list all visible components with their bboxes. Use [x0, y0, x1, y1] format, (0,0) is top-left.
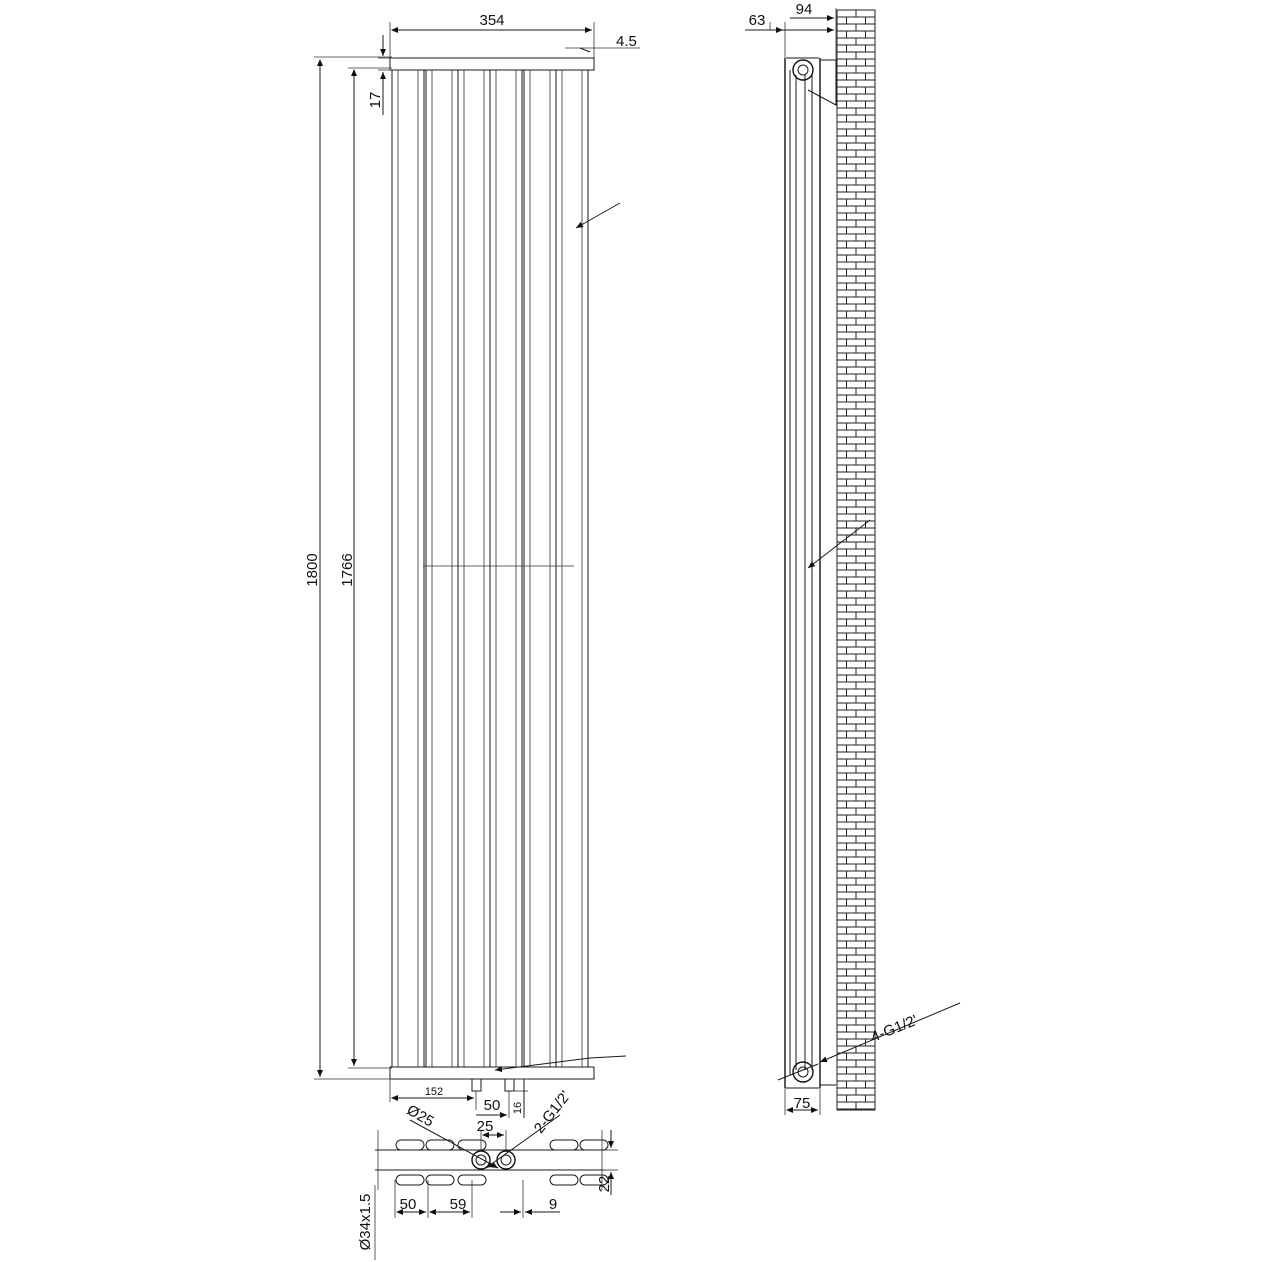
dim-detail-offset-label: 9 — [549, 1196, 557, 1213]
tube-profiles — [395, 1139, 609, 1186]
tube-6 — [555, 70, 589, 1067]
dim-width: 354 — [389, 12, 595, 58]
dim-detail-spacing: 25 — [477, 1118, 507, 1150]
tube-2 — [425, 70, 459, 1067]
tube-1 — [391, 70, 425, 1067]
dim-inlet-offset: 152 — [389, 1079, 477, 1110]
dim-side-depth: 63 94 — [745, 1, 837, 60]
dim-detail-pitch-left: 50 — [394, 1180, 429, 1218]
dim-depth-label: 94 — [796, 1, 813, 18]
dim-detail-height-label: 22 — [596, 1176, 613, 1193]
dim-wall-gap-label: 63 — [749, 12, 766, 29]
tube-profile — [395, 1139, 425, 1151]
dim-tube-gap: 4.5 — [565, 33, 640, 53]
bottom-header-bar — [389, 1066, 595, 1080]
dim-detail-pitch-left-label: 50 — [400, 1196, 417, 1213]
dim-tube-height-label: 1766 — [339, 553, 356, 586]
dim-detail-pitch-right: 59 — [429, 1180, 473, 1218]
dim-detail-spacing-label: 25 — [477, 1118, 494, 1135]
tube-profile — [579, 1139, 609, 1151]
side-view: 63 94 4-G1/2' 75 — [745, 1, 961, 1115]
tube-profile — [425, 1139, 455, 1151]
dim-width-label: 354 — [479, 12, 504, 29]
dim-inlet-offset-label: 152 — [425, 1086, 443, 1098]
dim-tube-gap-label: 4.5 — [616, 33, 637, 50]
dim-top-offset: 17 — [367, 35, 394, 115]
inlet-left — [471, 1078, 482, 1092]
tube-profile — [549, 1139, 579, 1151]
dim-detail-pitch-right-label: 59 — [450, 1196, 467, 1213]
dim-overall-height-label: 1800 — [304, 553, 321, 586]
tube-3 — [457, 70, 491, 1067]
dim-inlet-spacing-label: 50 — [484, 1097, 501, 1114]
detail-inlet-left — [471, 1150, 491, 1170]
dim-bottom-offset-label: 75 — [794, 1095, 811, 1112]
bottom-connection — [792, 1061, 814, 1083]
brick-wall — [836, 9, 876, 1111]
dim-detail-offset: 9 — [500, 1180, 560, 1218]
radiator-tubes — [391, 70, 589, 1067]
dim-tube-size: Ø34x1.5 — [357, 1185, 376, 1260]
detail-connection-label: 2-G1/2' — [531, 1088, 574, 1137]
dim-tube-height: 1766 — [339, 67, 392, 1069]
dim-inlet-spacing: 50 — [476, 1091, 510, 1118]
tube-4 — [489, 70, 523, 1067]
dim-inlet-depth-label: 16 — [512, 1102, 524, 1114]
tube-profile — [457, 1139, 487, 1151]
top-header-bar — [389, 57, 595, 71]
dim-bottom-offset: 75 — [784, 1088, 821, 1115]
tube-profile — [395, 1174, 425, 1186]
dim-detail-height: 22 — [596, 1130, 618, 1195]
inlet-right — [504, 1078, 515, 1092]
dim-overall-height: 1800 — [304, 56, 392, 1080]
tube-5 — [523, 70, 557, 1067]
detail-inlet-diameter-label: Ø25 — [404, 1102, 437, 1131]
front-view: 354 4.5 17 1800 1766 — [304, 12, 640, 1118]
dim-top-offset-label: 17 — [367, 92, 384, 109]
top-connection — [792, 59, 814, 81]
tube-profile — [425, 1174, 455, 1186]
tube-profile — [549, 1174, 579, 1186]
side-connection-label: 4-G1/2' — [869, 1012, 921, 1046]
dim-tube-size-label: Ø34x1.5 — [357, 1194, 374, 1251]
tube-profile — [579, 1174, 609, 1186]
dim-inlet-depth: 16 — [512, 1078, 528, 1118]
